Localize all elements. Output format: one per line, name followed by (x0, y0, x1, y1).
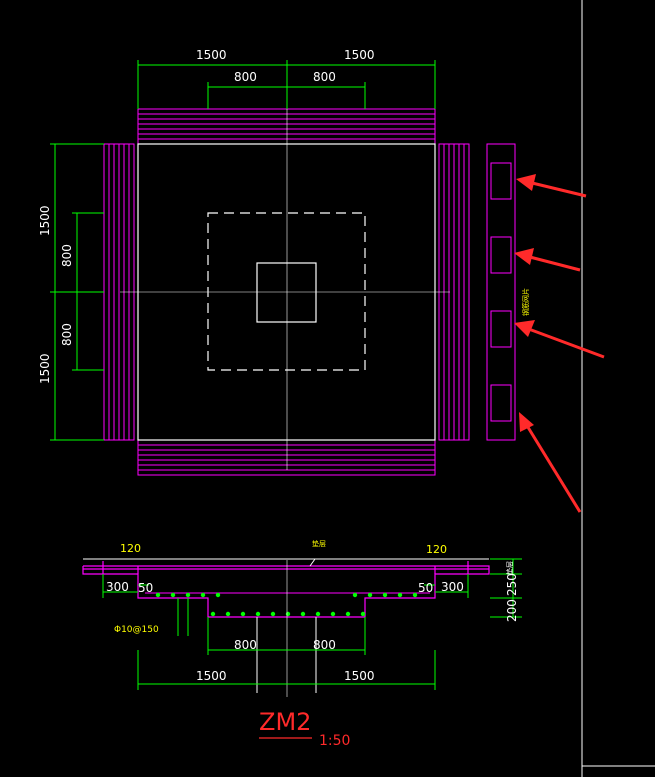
plan-bottom-band (137, 439, 436, 476)
section-dim-outer-right: 1500 (344, 669, 375, 683)
section-dim-right-250: 250 (505, 573, 519, 596)
section-label-300-right: 300 (441, 580, 464, 594)
section-label-120-left: 120 (120, 542, 141, 555)
section-dim-inner-left: 800 (234, 638, 257, 652)
section-dim-inner-right: 800 (313, 638, 336, 652)
plan-dim-inner-left-top: 800 (60, 244, 74, 267)
section-label-120-right: 120 (426, 543, 447, 556)
section-dims (102, 558, 522, 690)
drawing-title-name: ZM2 (259, 708, 311, 736)
plan-side-strip (486, 143, 516, 441)
plan-top-band (137, 108, 436, 145)
section-rebar-note: Φ10@150 (114, 625, 159, 635)
plan-column (256, 262, 317, 323)
plan-dim-inner-left-bottom: 800 (60, 323, 74, 346)
red-arrows (514, 174, 605, 513)
section-dim-outer-left: 1500 (196, 669, 227, 683)
plan-dim-inner-top-left: 800 (234, 70, 257, 84)
plan-dim-top-left: 1500 (196, 48, 227, 62)
section-top-note: 垫层 (312, 539, 326, 548)
plan-dim-left-top: 1500 (38, 205, 52, 236)
plan-side-note: 钢筋网片 (521, 288, 530, 316)
drawing-title: ZM2 1:50 (259, 708, 350, 749)
section-dim-right-200: 200 (505, 599, 519, 622)
section-label-50-left: 50 (138, 581, 153, 595)
plan-left-dims (50, 143, 104, 441)
section-label-50-right: 50 (418, 581, 433, 595)
plan-column-cap-dashed (207, 212, 366, 371)
drawing-title-scale: 1:50 (319, 733, 350, 749)
section-right-top-label: 垫层 (505, 561, 514, 575)
section-view: 120 120 垫层 300 300 50 50 Φ10@150 800 800… (82, 539, 522, 697)
section-leader-line (309, 558, 316, 567)
plan-dim-inner-top-right: 800 (313, 70, 336, 84)
plan-dim-top-right: 1500 (344, 48, 375, 62)
section-column (256, 560, 317, 697)
section-label-300-left: 300 (106, 580, 129, 594)
plan-view: 1500 1500 800 800 1500 1500 800 800 钢筋网片 (38, 48, 605, 513)
plan-top-dims (137, 60, 436, 109)
plan-dim-left-bottom: 1500 (38, 353, 52, 384)
section-rebar-dots (155, 592, 418, 617)
